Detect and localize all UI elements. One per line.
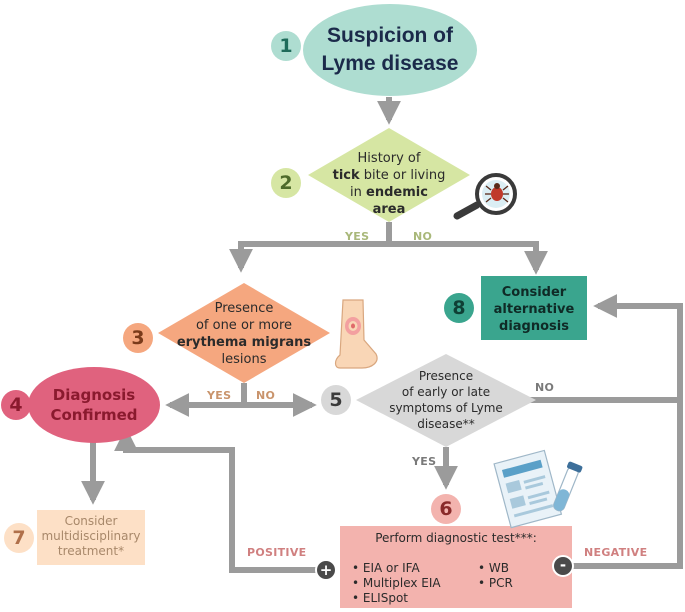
step-6-shape <box>340 526 572 608</box>
step-8-number: 8 <box>452 297 466 319</box>
minus-sign: - <box>559 556 567 574</box>
step-1-number: 1 <box>279 35 293 57</box>
step-2-number: 2 <box>279 172 293 194</box>
plus-sign: + <box>319 561 333 579</box>
badge-7-bg <box>4 523 34 553</box>
step-2-line2: bite or living <box>359 168 446 183</box>
step-2-line4: area <box>372 202 406 217</box>
edge-3-no: NO <box>256 389 276 402</box>
badge-4-bg <box>1 390 31 420</box>
step-7-line3: treatment* <box>57 544 125 558</box>
step-4-line2: Confirmed <box>50 406 138 424</box>
step-5-line3: symptoms of Lyme <box>389 401 503 415</box>
test-item: • ELISpot <box>352 591 408 605</box>
step-8-line1: Consider <box>501 285 567 300</box>
edge-3-yes: YES <box>207 389 232 402</box>
leg-lesion-icon <box>334 299 378 369</box>
step-2-bold-endemic: endemic <box>366 185 428 200</box>
step-5-line2: of early or late <box>401 385 491 399</box>
badge-6-bg <box>431 494 461 524</box>
step-2-shape <box>308 128 470 222</box>
tick-magnifier-icon <box>453 173 517 220</box>
plus-circle-icon <box>315 559 337 581</box>
test-item: • EIA or IFA <box>352 561 420 575</box>
step-8-line3: diagnosis <box>499 319 569 334</box>
step-1-line2: Lyme disease <box>321 52 459 75</box>
edge-5-no: NO <box>535 381 555 394</box>
step-1-label: Suspicion of Lyme disease <box>303 22 477 78</box>
step-3-shape <box>158 283 330 383</box>
step-3-line2: of one or more <box>195 318 293 333</box>
step-7-line2: multidisciplinary <box>41 529 141 543</box>
arrow-2-yes-split <box>229 222 392 273</box>
edge-positive: POSITIVE <box>247 546 307 559</box>
step-3-bold: erythema migrans <box>176 335 312 350</box>
step-5-label: Presence of early or late symptoms of Ly… <box>368 368 524 432</box>
step-1-shape <box>303 4 477 96</box>
step-7-label: Consider multidisciplinary treatment* <box>37 514 145 559</box>
arrow-5-no-to-8 <box>530 294 683 403</box>
arrow-positive-to-4 <box>114 427 316 573</box>
step-8-label: Consider alternative diagnosis <box>481 284 587 335</box>
step-5-line4: disease** <box>417 417 475 431</box>
step-4-line1: Diagnosis <box>52 386 136 404</box>
step-6-tests-left: • EIA or IFA • Multiplex EIA • ELISpot <box>352 561 441 606</box>
arrow-2-no-split <box>389 241 548 275</box>
step-2-label: History of tick bite or living in endemi… <box>318 150 460 218</box>
step-4-label: Diagnosis Confirmed <box>34 385 154 425</box>
step-5-shape <box>356 354 536 447</box>
step-3-line1: Presence <box>214 301 274 316</box>
test-item: • PCR <box>478 576 513 590</box>
step-3-label: Presence of one or more erythema migrans… <box>168 300 320 368</box>
step-6-number: 6 <box>439 498 453 520</box>
badge-1-bg <box>271 31 301 61</box>
step-6-title: Perform diagnostic test***: <box>375 531 537 545</box>
step-3-line4: lesions <box>221 352 267 367</box>
step-7-line1: Consider <box>64 514 118 528</box>
step-1-line1: Suspicion of <box>327 24 453 47</box>
edge-negative: NEGATIVE <box>584 546 648 559</box>
edge-2-yes: YES <box>345 230 370 243</box>
badge-8-bg <box>444 293 474 323</box>
step-5-number: 5 <box>329 389 343 411</box>
badge-2-bg <box>271 168 301 198</box>
step-2-line1: History of <box>357 151 421 166</box>
edge-2-no: NO <box>413 230 433 243</box>
connectors <box>81 97 683 573</box>
badge-3-bg <box>123 323 153 353</box>
step-6-tests-right: • WB • PCR <box>478 561 513 591</box>
step-4-number: 4 <box>9 394 23 416</box>
lab-report-tube-icon <box>493 449 583 529</box>
step-7-number: 7 <box>12 527 26 549</box>
test-item: • Multiplex EIA <box>352 576 441 590</box>
step-8-shape <box>481 276 587 340</box>
step-2-line3: in <box>350 185 367 200</box>
step-8-line2: alternative <box>493 302 575 317</box>
step-4-shape <box>28 367 160 443</box>
arrow-negative-to-8 <box>573 400 683 569</box>
step-3-number: 3 <box>131 327 145 349</box>
minus-circle-icon <box>552 555 574 577</box>
test-item: • WB <box>478 561 510 575</box>
badge-5-bg <box>321 385 351 415</box>
step-5-line1: Presence <box>418 369 474 383</box>
step-2-bold-tick: tick <box>332 168 360 183</box>
edge-5-yes: YES <box>412 455 437 468</box>
step-7-shape <box>37 510 145 565</box>
